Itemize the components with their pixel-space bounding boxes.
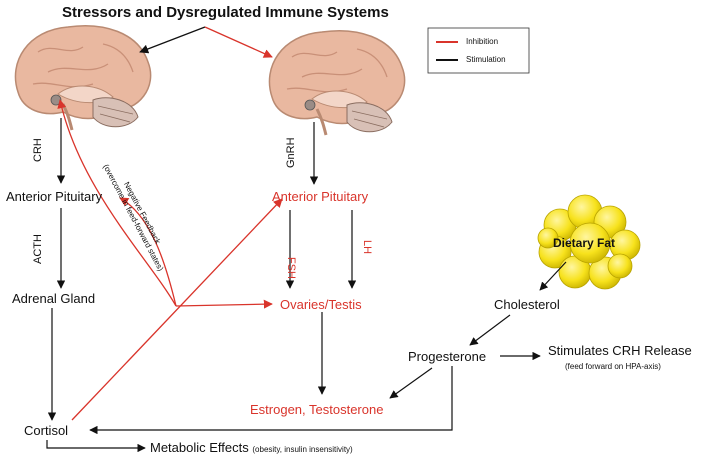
ovaries-testis: Ovaries/Testis	[280, 297, 362, 312]
arrow-cortisol-to-metabolic	[46, 440, 146, 453]
estrogen-testosterone: Estrogen, Testosterone	[250, 402, 384, 417]
label-acth: ACTH	[32, 234, 44, 264]
legend	[427, 27, 530, 74]
arrow-fat-to-cholesterol	[539, 261, 567, 291]
cortisol: Cortisol	[24, 423, 69, 438]
metabolic-effects-label: Metabolic Effects	[150, 440, 249, 455]
brain-icon	[14, 25, 152, 131]
legend-inhibition-label: Inhibition	[466, 37, 499, 46]
dietary-fat-label: Dietary Fat	[553, 236, 616, 250]
arrow-stressors-to-left-brain	[139, 26, 206, 54]
feedback-to-hypothalamus	[57, 99, 177, 307]
cholesterol: Cholesterol	[494, 297, 560, 312]
feedback-to-left-pituitary	[119, 197, 177, 307]
stimulates-crh-release: Stimulates CRH Release	[548, 343, 692, 358]
feed-forward-note: (feed forward on HPA-axis)	[565, 362, 661, 371]
progesterone: Progesterone	[408, 349, 487, 364]
legend-stimulation-label: Stimulation	[466, 55, 506, 64]
arrow-progesterone-to-cortisol	[89, 366, 453, 435]
label-gnrh: GnRH	[285, 137, 297, 168]
adrenal-gland: Adrenal Gland	[12, 291, 96, 306]
brain-icon	[268, 30, 406, 136]
label-fsh: FSH	[285, 257, 297, 279]
arrow-cholesterol-to-progesterone	[469, 314, 511, 346]
left-anterior-pituitary: Anterior Pituitary	[6, 189, 103, 204]
cortisol-to-right-pituitary	[71, 198, 283, 421]
label-crh: CRH	[32, 138, 44, 162]
metabolic-effects-note: (obesity, insulin insensitivity)	[252, 445, 353, 454]
metabolic-effects: Metabolic Effects (obesity, insulin inse…	[150, 440, 353, 455]
fat-cluster-icon	[537, 194, 641, 290]
arrow-stressors-to-right-brain	[204, 26, 273, 58]
diagram-title: Stressors and Dysregulated Immune System…	[62, 4, 389, 21]
feedback-to-ovaries	[175, 299, 273, 309]
right-anterior-pituitary: Anterior Pituitary	[272, 189, 369, 204]
label-lh: LH	[361, 240, 373, 255]
arrow-progesterone-to-estrogen	[389, 367, 433, 399]
